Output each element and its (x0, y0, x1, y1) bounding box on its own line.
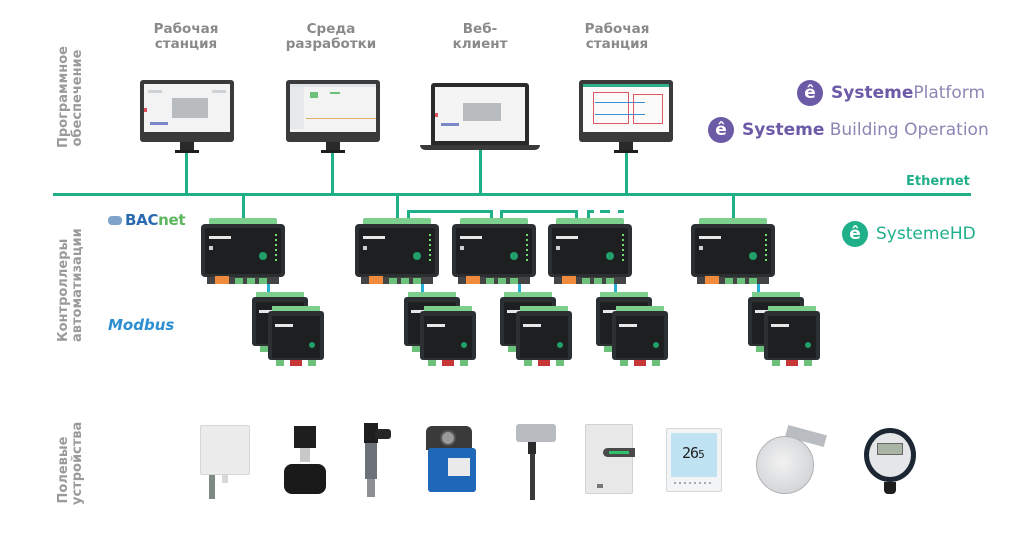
status-button-icon (653, 342, 659, 348)
systeme-hd-logo-icon: ê (842, 221, 868, 247)
brand-name-light: Building Operation (824, 120, 989, 140)
field-device-differential-pressure-switch (756, 425, 832, 498)
field-device-damper-actuator (426, 426, 478, 496)
field-device-humidity-sensor (200, 425, 252, 501)
field-device-pressure-transmitter (361, 423, 393, 501)
modbus-link (421, 282, 424, 294)
status-button-icon (510, 252, 518, 260)
systeme-platform-logo: ê SystemePlatform (797, 80, 985, 106)
section-label-software: Программное обеспечение (56, 46, 85, 148)
client-title-dev-env: Среда разработки (285, 21, 377, 52)
field-device-thermostat: 265 (666, 428, 724, 494)
ethernet-drop-workstation-1 (185, 153, 188, 194)
field-device-control-valve (284, 426, 328, 500)
controller-2-io-module-2 (420, 306, 476, 366)
status-button-icon (805, 342, 811, 348)
modbus-link (267, 282, 270, 294)
systeme-logo-icon: ê (797, 80, 823, 106)
brand-name: SystemeHD (876, 224, 976, 244)
status-button-icon (749, 252, 757, 260)
ethernet-drop-web-client (479, 150, 482, 194)
status-button-icon (259, 252, 267, 260)
systeme-hd-logo: ê SystemeHD (842, 221, 976, 247)
bacnet-text: BAC (125, 211, 159, 229)
bacnet-logo: BACnet (108, 211, 186, 229)
ethernet-drop-controller-5 (732, 195, 735, 220)
thermostat-temperature-decimal: 5 (698, 448, 705, 461)
bacnet-text-suffix: net (158, 211, 186, 229)
ethernet-drop-controller-1 (242, 195, 245, 220)
section-label-controllers: Контроллеры автоматизации (56, 228, 85, 342)
systeme-building-operation-logo: ê Systeme Building Operation (708, 117, 989, 143)
controller-5-io-module-2 (764, 306, 820, 366)
status-button-icon (557, 342, 563, 348)
field-device-duct-temperature-sensor (514, 424, 558, 502)
status-button-icon (461, 342, 467, 348)
status-button-icon (606, 252, 614, 260)
client-title-workstation-1: Рабочая станция (153, 21, 219, 52)
section-label-field-devices: Полевые устройства (56, 421, 85, 505)
ethernet-drop-controller-2 (396, 195, 399, 220)
modbus-link (757, 282, 760, 294)
controller-3-io-module-2 (516, 306, 572, 366)
client-title-web-client: Веб- клиент (452, 21, 508, 52)
thermostat-temperature: 26 (682, 444, 699, 462)
controller-1-io-module-2 (268, 306, 324, 366)
brand-name-light: Platform (913, 83, 986, 103)
systeme-logo-icon: ê (708, 117, 734, 143)
ethernet-drop-workstation-2 (625, 153, 628, 194)
ethernet-label: Ethernet (906, 174, 970, 189)
status-button-icon (309, 342, 315, 348)
bacnet-icon (108, 215, 122, 225)
modbus-link (614, 282, 617, 294)
controller-5 (691, 218, 775, 284)
controller-1 (201, 218, 285, 284)
controller-4 (548, 218, 632, 284)
status-button-icon (413, 252, 421, 260)
controller-4-io-module-2 (612, 306, 668, 366)
ethernet-drop-dev-env (331, 153, 334, 194)
controller-3 (452, 218, 536, 284)
modbus-logo: Modbus (108, 316, 175, 334)
field-device-room-air-quality-sensor (585, 424, 635, 496)
ethernet-bus (53, 193, 971, 196)
brand-name-strong: Systeme (831, 83, 914, 103)
controller-2 (355, 218, 439, 284)
field-device-pressure-display-transmitter (864, 428, 918, 496)
thermostat-display: 265 (682, 444, 705, 462)
client-title-workstation-2: Рабочая станция (584, 21, 650, 52)
brand-name-strong: Systeme (742, 120, 825, 140)
modbus-link (518, 282, 521, 294)
